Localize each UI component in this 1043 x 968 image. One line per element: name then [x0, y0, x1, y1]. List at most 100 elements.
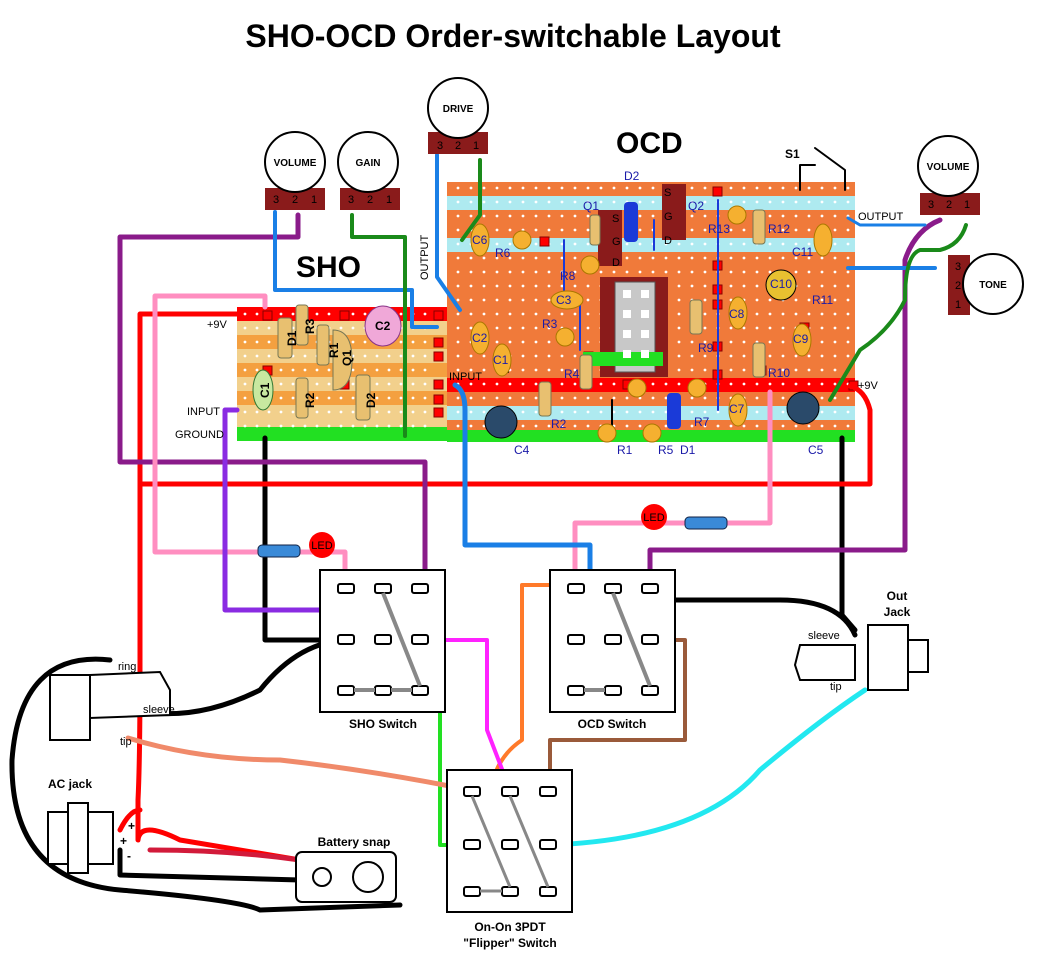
svg-text:C6: C6 [472, 233, 488, 247]
svg-text:D1: D1 [285, 330, 299, 346]
ac-minus: - [127, 849, 131, 863]
out-jack: Out Jack sleeve tip [793, 589, 929, 693]
svg-text:C10: C10 [770, 277, 792, 291]
svg-text:C1: C1 [258, 382, 272, 398]
svg-text:LED: LED [643, 512, 664, 524]
sho-section-label: SHO [296, 251, 361, 284]
output-vertical-label: OUTPUT [419, 235, 431, 281]
out-jack-line2: Jack [884, 605, 911, 619]
pot-tone: TONE [948, 253, 1024, 315]
svg-text:LED: LED [311, 540, 332, 552]
sho-switch-label: SHO Switch [349, 717, 417, 731]
svg-text:1: 1 [311, 194, 317, 206]
svg-text:3: 3 [955, 261, 961, 273]
svg-text:D2: D2 [364, 392, 378, 408]
svg-text:R8: R8 [560, 269, 576, 283]
svg-text:2: 2 [292, 194, 298, 206]
plus9v-right-label: +9V [858, 380, 879, 392]
gain-label: GAIN [356, 158, 381, 169]
svg-text:3: 3 [348, 194, 354, 206]
svg-text:D: D [664, 235, 672, 247]
ac-plus-1: + [128, 819, 135, 833]
svg-text:R13: R13 [708, 222, 730, 236]
flipper-switch: On-On 3PDT "Flipper" Switch [446, 769, 573, 950]
output-right-label: OUTPUT [858, 211, 904, 223]
svg-text:R7: R7 [694, 415, 710, 429]
svg-text:G: G [664, 211, 673, 223]
svg-text:C2: C2 [472, 331, 488, 345]
sho-component-labels: R1 R2 R3 D1 D2 C1 C2 Q1 [258, 318, 391, 408]
svg-text:Q2: Q2 [688, 199, 704, 213]
pot-pin-labels: 3 2 1 3 2 1 3 2 1 3 2 1 3 2 1 [273, 140, 970, 311]
svg-text:2: 2 [455, 140, 461, 152]
sho-components [252, 304, 402, 421]
svg-text:C4: C4 [514, 443, 530, 457]
svg-text:R9: R9 [698, 341, 714, 355]
flipper-line1: On-On 3PDT [474, 920, 546, 934]
svg-text:S: S [612, 213, 619, 225]
battery-snap: Battery snap [295, 835, 397, 903]
svg-text:D: D [612, 257, 620, 269]
svg-text:C9: C9 [793, 332, 809, 346]
ground-label: GROUND [175, 429, 224, 441]
svg-text:C8: C8 [729, 307, 745, 321]
ac-jack-label: AC jack [48, 777, 92, 791]
pot-ocd-volume: VOLUME [917, 135, 980, 215]
s1-label: S1 [785, 147, 800, 161]
in-sleeve-label: sleeve [143, 704, 175, 716]
ocd-components [470, 202, 833, 443]
ocd-switch: OCD Switch [549, 569, 676, 731]
input-mid-label: INPUT [449, 371, 482, 383]
out-tip-label: tip [830, 681, 842, 693]
svg-text:C11: C11 [792, 245, 813, 259]
in-tip-label: tip [120, 736, 132, 748]
svg-text:D1: D1 [680, 443, 696, 457]
svg-text:R2: R2 [551, 417, 567, 431]
plus9v-left-label: +9V [207, 319, 228, 331]
ac-jack: AC jack + + - [47, 777, 135, 874]
svg-text:S: S [664, 187, 671, 199]
svg-text:R11: R11 [812, 293, 833, 307]
led-ocd: LED [641, 504, 728, 530]
svg-text:3: 3 [273, 194, 279, 206]
svg-text:1: 1 [386, 194, 392, 206]
svg-text:3: 3 [437, 140, 443, 152]
drive-label: DRIVE [443, 104, 474, 115]
battery-snap-label: Battery snap [318, 835, 391, 849]
ocd-switch-label: OCD Switch [578, 717, 647, 731]
svg-text:G: G [612, 236, 621, 248]
svg-text:R2: R2 [303, 392, 317, 408]
ocd-component-labels: R1 R2 R3 R4 R5 R6 R7 R8 R9 R10 R11 R12 R… [472, 169, 833, 457]
out-sleeve-label: sleeve [808, 630, 840, 642]
ac-plus-2: + [120, 834, 127, 848]
ocd-ic-area [583, 184, 686, 377]
diagram-title: SHO-OCD Order-switchable Layout [245, 18, 781, 54]
input-jack: ring sleeve tip [49, 661, 175, 748]
svg-text:Q1: Q1 [583, 199, 599, 213]
svg-text:Q1: Q1 [340, 350, 354, 366]
ocd-volume-label: VOLUME [927, 162, 970, 173]
svg-text:C3: C3 [556, 293, 572, 307]
mosfet-q2-pins: S G D [664, 187, 673, 247]
in-ring-label: ring [118, 661, 136, 673]
pot-gain: GAIN [337, 131, 400, 210]
svg-text:R6: R6 [495, 246, 511, 260]
flipper-line2: "Flipper" Switch [463, 936, 556, 950]
svg-text:1: 1 [473, 140, 479, 152]
led-sho: LED [257, 532, 335, 558]
svg-text:R10: R10 [768, 366, 790, 380]
svg-text:R3: R3 [542, 317, 558, 331]
svg-text:1: 1 [964, 199, 970, 211]
svg-text:R12: R12 [768, 222, 790, 236]
svg-text:R5: R5 [658, 443, 674, 457]
svg-text:2: 2 [367, 194, 373, 206]
svg-text:R3: R3 [303, 318, 317, 334]
svg-text:C1: C1 [493, 353, 509, 367]
mosfet-q1-pins: S G D [612, 213, 621, 269]
pot-drive: DRIVE [427, 77, 489, 154]
svg-text:C2: C2 [375, 319, 391, 333]
svg-text:3: 3 [928, 199, 934, 211]
svg-text:C7: C7 [729, 402, 745, 416]
svg-text:2: 2 [946, 199, 952, 211]
